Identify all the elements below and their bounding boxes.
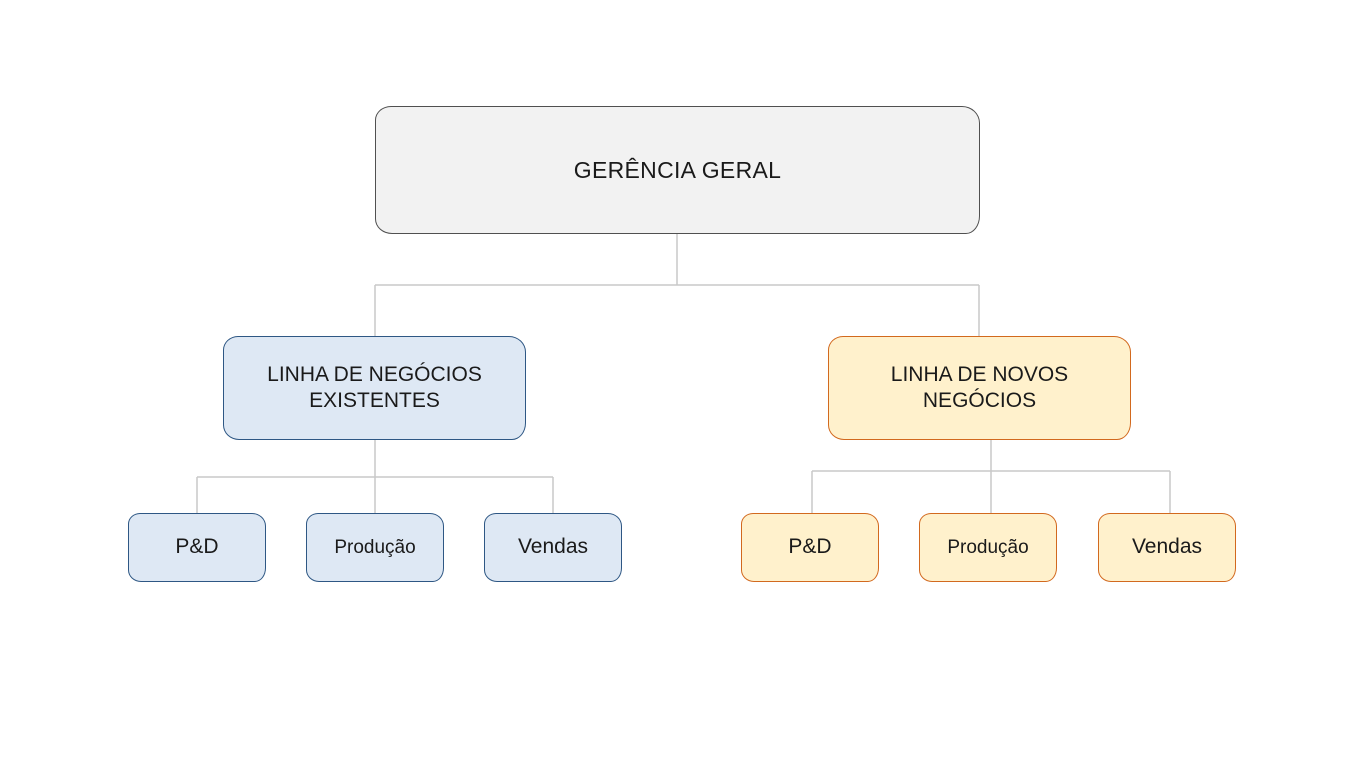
- branch-node-new-business: LINHA DE NOVOS NEGÓCIOS: [828, 336, 1131, 440]
- leaf-existing-pd: P&D: [128, 513, 266, 582]
- root-label: GERÊNCIA GERAL: [573, 156, 782, 183]
- leaf-label: Produção: [947, 536, 1029, 558]
- leaf-new-producao: Produção: [919, 513, 1057, 582]
- leaf-existing-vendas: Vendas: [484, 513, 622, 582]
- leaf-label: Vendas: [1131, 535, 1203, 559]
- branch-node-existing-business: LINHA DE NEGÓCIOS EXISTENTES: [223, 336, 526, 440]
- root-node-general-management: GERÊNCIA GERAL: [375, 106, 980, 234]
- branch-new-label-line1: LINHA DE NOVOS: [890, 362, 1069, 386]
- leaf-new-vendas: Vendas: [1098, 513, 1236, 582]
- leaf-label: Produção: [334, 536, 416, 558]
- leaf-label: Vendas: [517, 535, 589, 559]
- leaf-label: P&D: [788, 535, 832, 559]
- branch-new-label-line2: NEGÓCIOS: [922, 389, 1037, 412]
- leaf-new-pd: P&D: [741, 513, 879, 582]
- branch-existing-label-line1: LINHA DE NEGÓCIOS: [267, 362, 482, 386]
- leaf-label: P&D: [175, 535, 219, 559]
- leaf-existing-producao: Produção: [306, 513, 444, 582]
- branch-existing-label-line2: EXISTENTES: [309, 389, 440, 412]
